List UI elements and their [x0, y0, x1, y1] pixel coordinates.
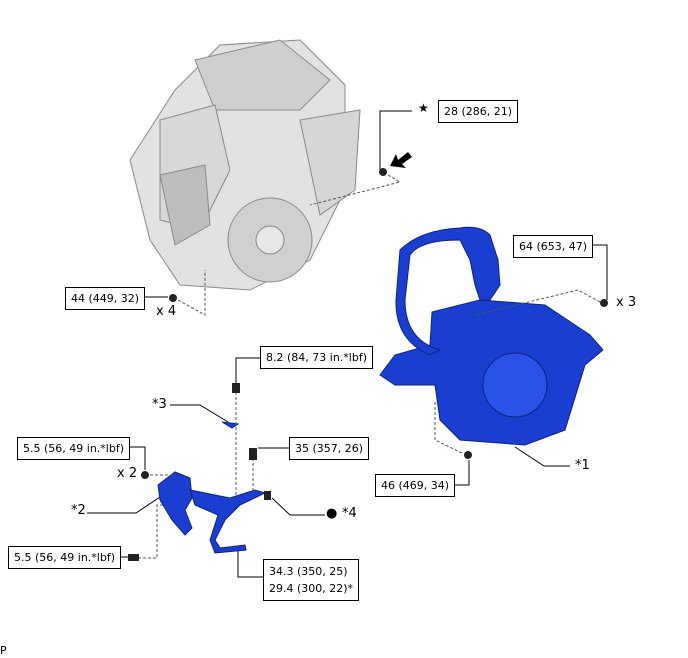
torque-label: 5.5 (56, 49 in.*lbf)	[8, 546, 121, 569]
bolt-icon	[169, 294, 177, 302]
bolt-icon	[232, 383, 240, 393]
torque-label: 5.5 (56, 49 in.*lbf)	[17, 437, 130, 460]
footer-code: P	[0, 644, 7, 657]
quantity-label: x 3	[616, 295, 637, 310]
torque-value-alt: 29.4 (300, 22)*	[269, 582, 354, 595]
callout-2: *2	[71, 503, 86, 518]
clip-icon	[264, 491, 271, 500]
callout-1: *1	[575, 458, 590, 473]
bolt-icon	[128, 554, 139, 561]
arrow-icon	[390, 152, 412, 168]
engine-illustration	[129, 39, 361, 291]
star-mark: ★	[418, 101, 429, 115]
torque-label: 44 (449, 32)	[65, 287, 146, 310]
quantity-label: x 2	[117, 466, 138, 481]
quantity-label: x 4	[156, 304, 177, 319]
bolt-icon	[600, 299, 608, 307]
callout-4: *4	[342, 506, 357, 521]
bolt-icon	[249, 448, 257, 460]
bolt-icon	[141, 471, 149, 479]
torque-label: 28 (286, 21)	[438, 100, 519, 123]
torque-label: 35 (357, 26)	[289, 437, 370, 460]
dot-mark: ●	[326, 506, 338, 521]
transaxle-illustration	[379, 226, 604, 446]
torque-label: 64 (653, 47)	[513, 235, 594, 258]
torque-label: 46 (469, 34)	[375, 474, 456, 497]
oil-cooler-pipe-illustration	[157, 421, 267, 554]
bolts	[128, 152, 608, 561]
callout-3: *3	[152, 397, 167, 412]
bolt-icon	[379, 168, 387, 176]
torque-value: 34.3 (350, 25)	[269, 565, 348, 578]
dashed-lines	[138, 174, 601, 559]
torque-label: 8.2 (84, 73 in.*lbf)	[260, 346, 373, 369]
bolt-icon	[464, 451, 472, 459]
leader-lines	[87, 110, 608, 578]
torque-label-pipe: 34.3 (350, 25) 29.4 (300, 22)*	[263, 559, 360, 601]
